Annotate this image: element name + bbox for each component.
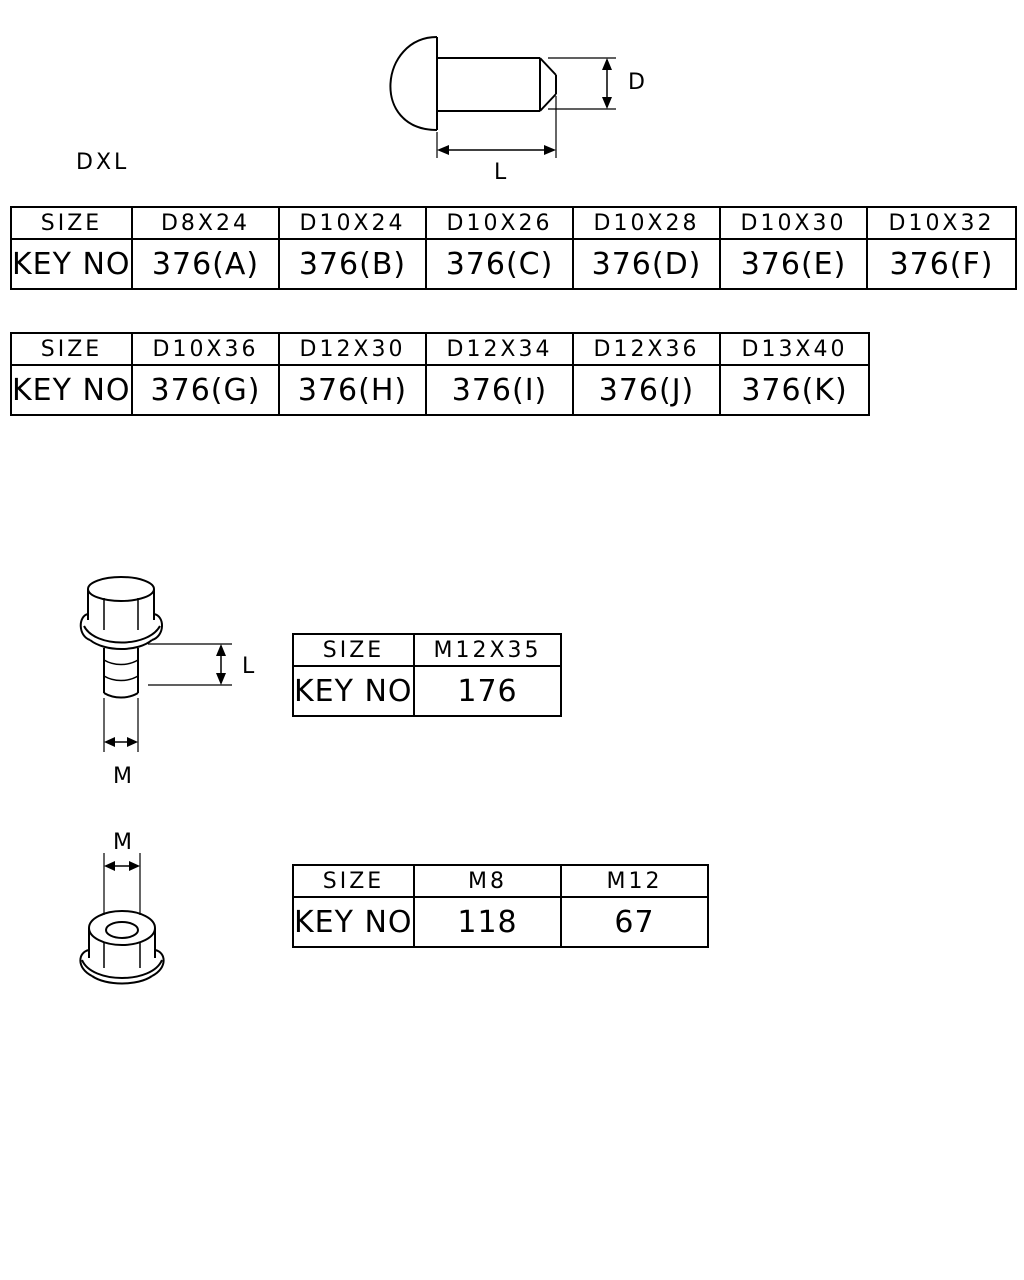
nut-dim-m-label: M xyxy=(113,830,135,855)
bolt-dim-m-label: M xyxy=(113,764,135,789)
size-cell: D10X24 xyxy=(278,206,427,240)
pin-size-table-1: SIZE D8X24 D10X24 D10X26 D10X28 D10X30 D… xyxy=(10,206,1017,290)
size-cell: D12X36 xyxy=(572,332,721,366)
table-row: SIZE M8 M12 xyxy=(292,864,709,898)
key-no-cell: 118 xyxy=(413,896,562,948)
key-no-cell: 376(D) xyxy=(572,238,721,290)
pin-dim-l-label: L xyxy=(494,160,510,185)
table-row: SIZE D10X36 D12X30 D12X34 D12X36 D13X40 xyxy=(10,332,870,366)
flange-nut-drawing xyxy=(79,853,165,985)
size-cell: D10X28 xyxy=(572,206,721,240)
key-no-cell: 376(C) xyxy=(425,238,574,290)
key-no-row-label: KEY NO. xyxy=(10,364,133,416)
size-cell: D10X32 xyxy=(866,206,1017,240)
table-row: KEY NO. 376(A) 376(B) 376(C) 376(D) 376(… xyxy=(10,238,1017,290)
size-cell: D10X30 xyxy=(719,206,868,240)
size-cell: D10X36 xyxy=(131,332,280,366)
key-no-cell: 376(G) xyxy=(131,364,280,416)
size-cell: D13X40 xyxy=(719,332,870,366)
size-row-label: SIZE xyxy=(292,864,415,898)
size-cell: M12 xyxy=(560,864,709,898)
size-cell: D12X30 xyxy=(278,332,427,366)
table-row: KEY NO. 118 67 xyxy=(292,896,709,948)
key-no-cell: 67 xyxy=(560,896,709,948)
pin-series-label: DXL xyxy=(76,150,130,175)
nut-size-table: SIZE M8 M12 KEY NO. 118 67 xyxy=(292,864,709,948)
pin-dim-d-label: D xyxy=(628,70,648,95)
key-no-cell: 376(J) xyxy=(572,364,721,416)
key-no-cell: 376(H) xyxy=(278,364,427,416)
bolt-dim-l-label: L xyxy=(242,654,258,679)
key-no-cell: 376(K) xyxy=(719,364,870,416)
size-row-label: SIZE xyxy=(292,633,415,667)
pin-size-table-2: SIZE D10X36 D12X30 D12X34 D12X36 D13X40 … xyxy=(10,332,870,416)
size-cell: D12X34 xyxy=(425,332,574,366)
size-cell: M12X35 xyxy=(413,633,562,667)
size-cell: D10X26 xyxy=(425,206,574,240)
key-no-cell: 376(B) xyxy=(278,238,427,290)
size-cell: M8 xyxy=(413,864,562,898)
key-no-cell: 176 xyxy=(413,665,562,717)
key-no-row-label: KEY NO. xyxy=(292,665,415,717)
flange-bolt-drawing xyxy=(79,576,232,752)
pin-drawing xyxy=(389,36,616,158)
key-no-cell: 376(E) xyxy=(719,238,868,290)
key-no-row-label: KEY NO. xyxy=(292,896,415,948)
key-no-row-label: KEY NO. xyxy=(10,238,133,290)
bolt-size-table: SIZE M12X35 KEY NO. 176 xyxy=(292,633,562,717)
key-no-cell: 376(A) xyxy=(131,238,280,290)
size-row-label: SIZE xyxy=(10,206,133,240)
table-row: SIZE D8X24 D10X24 D10X26 D10X28 D10X30 D… xyxy=(10,206,1017,240)
size-cell: D8X24 xyxy=(131,206,280,240)
size-row-label: SIZE xyxy=(10,332,133,366)
table-row: KEY NO. 376(G) 376(H) 376(I) 376(J) 376(… xyxy=(10,364,870,416)
key-no-cell: 376(F) xyxy=(866,238,1017,290)
table-row: SIZE M12X35 xyxy=(292,633,562,667)
table-row: KEY NO. 176 xyxy=(292,665,562,717)
key-no-cell: 376(I) xyxy=(425,364,574,416)
